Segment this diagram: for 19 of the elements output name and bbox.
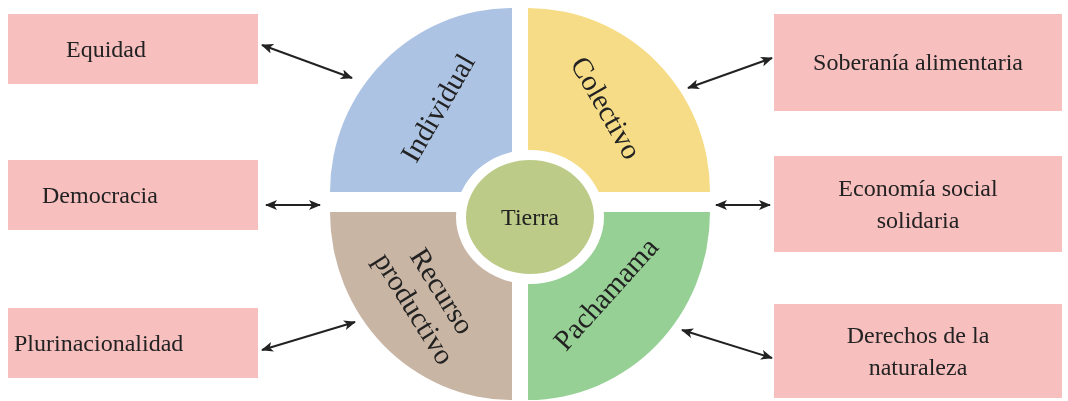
- concept-box: [8, 14, 258, 84]
- double-arrow: [265, 200, 321, 210]
- concept-box: [774, 156, 1062, 252]
- double-arrow: [687, 57, 773, 89]
- double-arrow: [715, 200, 771, 210]
- double-arrow: [261, 44, 353, 79]
- box-label: Equidad: [66, 34, 146, 64]
- box-label: Democracia: [42, 180, 158, 210]
- center-label: Tierra: [501, 203, 559, 231]
- double-arrow: [261, 320, 356, 352]
- box-label: Economía social solidaria: [837, 173, 999, 235]
- concept-box: [774, 304, 1062, 398]
- box-label: Plurinacionalidad: [14, 328, 184, 358]
- concept-box: [8, 308, 258, 378]
- double-arrow: [681, 328, 773, 360]
- box-label: Derechos de la naturaleza: [845, 320, 991, 382]
- concept-box: [774, 14, 1062, 111]
- box-label: Soberanía alimentaria: [813, 48, 1023, 78]
- concept-box: [8, 160, 258, 230]
